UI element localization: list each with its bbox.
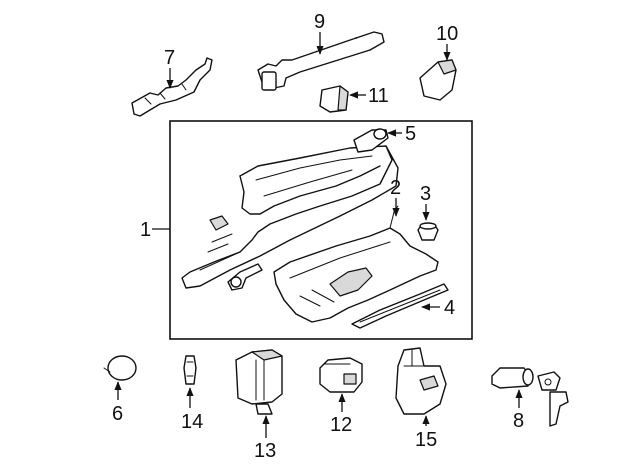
part-15-lamp-assembly xyxy=(395,347,447,415)
callout-5: 5 xyxy=(387,123,416,145)
part-8-lock-keys xyxy=(491,367,569,427)
callout-6-label: 6 xyxy=(112,403,123,425)
callout-12: 12 xyxy=(330,393,352,436)
callout-13: 13 xyxy=(254,415,276,462)
part-13-lamp-housing xyxy=(235,349,283,415)
callout-12-label: 12 xyxy=(330,414,352,436)
callout-15-label: 15 xyxy=(415,429,437,451)
callout-2: 2 xyxy=(390,177,401,217)
part-4-seal xyxy=(351,283,449,329)
part-12-switch xyxy=(319,357,363,393)
callout-8-label: 8 xyxy=(513,410,524,432)
callout-5-label: 5 xyxy=(405,123,416,145)
callout-1: 1 xyxy=(140,219,170,241)
assembly-frame xyxy=(169,120,473,340)
part-9-strut xyxy=(257,31,385,91)
part-14-bulb xyxy=(183,355,197,385)
callout-1-label: 1 xyxy=(140,219,151,241)
callout-9: 9 xyxy=(314,11,325,55)
callout-11-label: 11 xyxy=(368,85,389,107)
part-3-stop xyxy=(417,222,439,241)
part-11-bumper xyxy=(319,85,349,113)
part-6-plug xyxy=(103,355,137,381)
callout-13-label: 13 xyxy=(254,440,276,462)
callout-14-label: 14 xyxy=(181,411,203,433)
callout-11: 11 xyxy=(349,85,389,107)
callout-2-label: 2 xyxy=(390,177,401,199)
callout-10-label: 10 xyxy=(436,23,458,45)
glove-box-housing xyxy=(181,145,399,289)
callout-15: 15 xyxy=(415,415,437,451)
callout-4: 4 xyxy=(421,297,455,319)
part-10-cap xyxy=(419,59,457,101)
callout-3: 3 xyxy=(420,183,431,221)
part-2-door xyxy=(273,205,439,323)
part-5-cylinder xyxy=(353,128,389,153)
callout-8: 8 xyxy=(513,389,524,432)
callout-7-label: 7 xyxy=(164,47,175,69)
callout-4-label: 4 xyxy=(444,297,455,319)
callout-6: 6 xyxy=(112,381,123,425)
small-clip xyxy=(227,263,263,291)
callout-3-label: 3 xyxy=(420,183,431,205)
callout-9-label: 9 xyxy=(314,11,325,33)
callout-14: 14 xyxy=(181,387,203,433)
callout-7: 7 xyxy=(164,47,175,89)
callout-10: 10 xyxy=(436,23,458,61)
